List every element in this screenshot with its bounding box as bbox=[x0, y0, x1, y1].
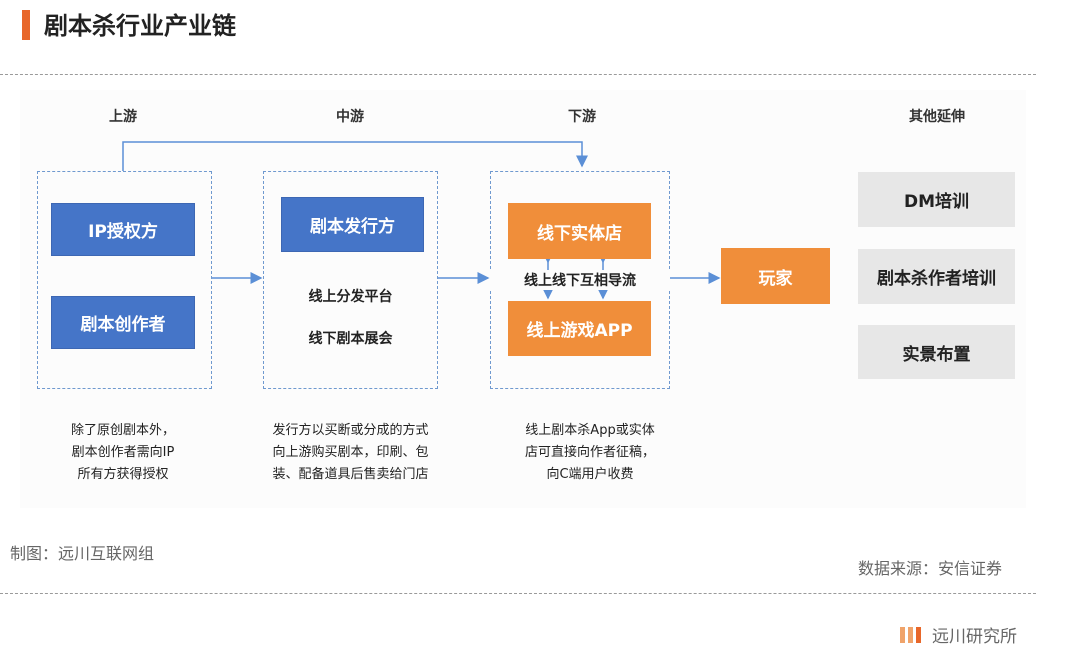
online-app-box: 线上游戏APP bbox=[508, 301, 651, 356]
downstream-desc-line: 店可直接向作者征稿， bbox=[524, 445, 655, 460]
bottom-divider bbox=[0, 593, 1036, 594]
downstream-desc-line: 向C端用户收费 bbox=[546, 467, 634, 482]
upstream-description: 除了原创剧本外， 剧本创作者需向IP 所有方获得授权 bbox=[38, 420, 208, 486]
made-by-credit: 制图：远川互联网组 bbox=[10, 544, 155, 563]
midstream-group bbox=[263, 171, 438, 389]
title-accent-bar bbox=[22, 10, 30, 40]
upstream-desc-line: 剧本创作者需向IP bbox=[71, 445, 175, 460]
scene-layout-box: 实景布置 bbox=[858, 325, 1015, 379]
midstream-description: 发行方以买断或分成的方式 向上游购买剧本，印刷、包 装、配备道具后售卖给门店 bbox=[243, 420, 458, 486]
header-other: 其他延伸 bbox=[909, 109, 965, 125]
midstream-desc-line: 装、配备道具后售卖给门店 bbox=[272, 467, 429, 482]
downstream-description: 线上剧本杀App或实体 店可直接向作者征稿， 向C端用户收费 bbox=[490, 420, 690, 486]
header-downstream: 下游 bbox=[568, 109, 596, 125]
player-box: 玩家 bbox=[721, 248, 830, 304]
publisher-box: 剧本发行方 bbox=[281, 197, 424, 252]
top-divider bbox=[0, 74, 1036, 75]
offline-store-box: 线下实体店 bbox=[508, 203, 651, 259]
downstream-desc-line: 线上剧本杀App或实体 bbox=[525, 423, 655, 438]
flow-label: 线上线下互相导流 bbox=[490, 270, 670, 290]
brand-logo-icon bbox=[900, 626, 921, 643]
upstream-group bbox=[37, 171, 212, 389]
header-upstream: 上游 bbox=[109, 109, 137, 125]
brand-mark: 远川研究所 bbox=[900, 622, 1017, 647]
online-platform-label: 线上分发平台 bbox=[308, 289, 393, 305]
creator-training-box: 剧本杀作者培训 bbox=[858, 249, 1015, 304]
upstream-to-downstream-arrow bbox=[122, 141, 588, 171]
header-midstream: 中游 bbox=[336, 109, 364, 125]
upstream-desc-line: 所有方获得授权 bbox=[77, 467, 169, 482]
offline-expo-label: 线下剧本展会 bbox=[308, 331, 393, 347]
dm-training-box: DM培训 bbox=[858, 172, 1015, 227]
brand-name: 远川研究所 bbox=[932, 627, 1017, 647]
midstream-desc-line: 向上游购买剧本，印刷、包 bbox=[272, 445, 429, 460]
ip-owner-box: IP授权方 bbox=[51, 203, 195, 256]
upstream-desc-line: 除了原创剧本外， bbox=[70, 423, 175, 438]
creator-box: 剧本创作者 bbox=[51, 296, 195, 349]
data-source: 数据来源：安信证券 bbox=[858, 559, 1003, 578]
midstream-desc-line: 发行方以买断或分成的方式 bbox=[272, 423, 429, 438]
page-title: 剧本杀行业产业链 bbox=[44, 12, 236, 40]
